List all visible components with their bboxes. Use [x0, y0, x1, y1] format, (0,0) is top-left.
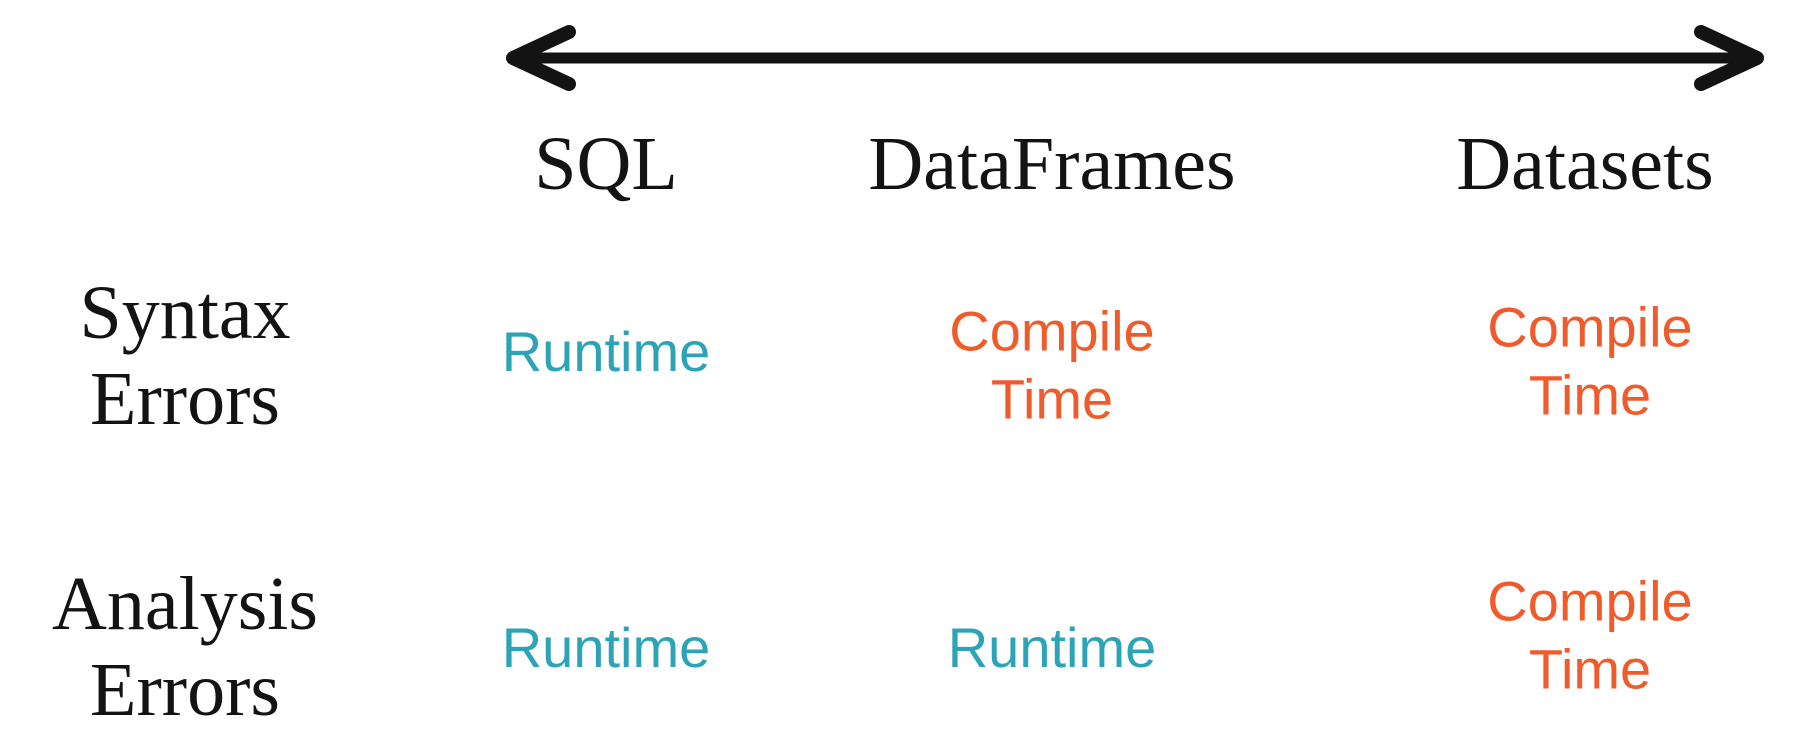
bidirectional-arrow-icon [503, 24, 1767, 92]
row-label-syntax-errors: Syntax Errors [79, 271, 291, 441]
column-header-dataframes: DataFrames [868, 122, 1236, 206]
cell-analysis-sql: Runtime [501, 615, 711, 679]
row-label-analysis-errors: Analysis Errors [52, 562, 318, 732]
column-header-sql: SQL [534, 122, 678, 206]
cell-syntax-dataframes: Compile Time [949, 299, 1155, 431]
cell-analysis-dataframes: Runtime [947, 615, 1157, 679]
cell-syntax-datasets: Compile Time [1487, 295, 1693, 427]
cell-syntax-sql: Runtime [501, 319, 711, 383]
cell-analysis-datasets: Compile Time [1487, 569, 1693, 701]
column-header-datasets: Datasets [1456, 122, 1714, 206]
